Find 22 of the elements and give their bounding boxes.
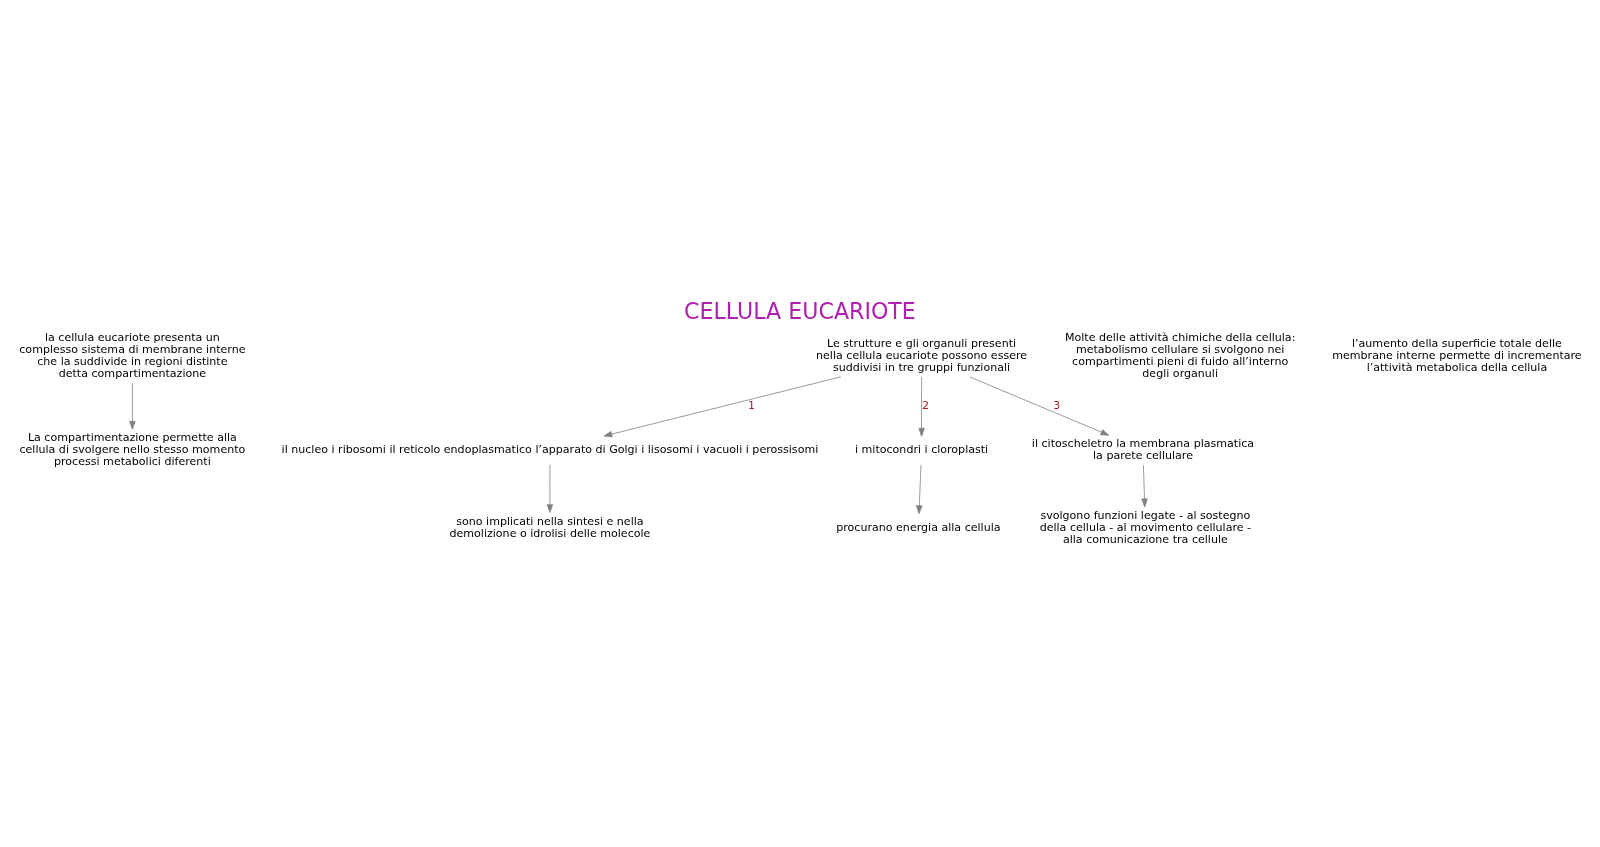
node-text: la cellula eucariote presenta un complesso sistema di membrane interne che la suddivide in regioni distinte detta compartimentazione	[19, 331, 246, 380]
node-text: i mitocondri i cloroplasti	[854, 443, 989, 457]
arrow	[1141, 465, 1148, 508]
edge-label: 2	[922, 399, 930, 413]
label: Molte delle attività chimiche della cellula: metabolismo cellulare si svolgono nei compartimenti pieni di fuido all’interno degli organuli	[1064, 331, 1296, 380]
node-text: procurano energia alla cellula	[836, 520, 1001, 534]
arrow	[546, 464, 554, 513]
edge-label: 1	[748, 399, 756, 413]
node-text: sono implicati nella sintesi e nella demolizione o idrolisi delle molecole	[449, 514, 651, 540]
node-text: Le strutture e gli organuli presenti nella cellula eucariote possono essere suddivisi in tre gruppi funzionali	[816, 336, 1028, 374]
arrow	[918, 376, 925, 437]
node-text: il nucleo i ribosomi il reticolo endoplasmatico l’apparato di Golgi i lisosomi i vacuoli i perossisomi	[281, 443, 819, 457]
node-text: svolgono funzioni legate - al sostegno della cellula - al movimento cellulare - alla comunicazione tra cellule	[1039, 508, 1252, 546]
label: l’aumento della superficie totale delle membrane interne permette di incrementare l’attività metabolica della cellula	[1332, 336, 1582, 374]
node-text: il citoscheletro la membrana plasmatica la parete cellulare	[1031, 437, 1255, 463]
arrow	[603, 376, 842, 438]
diagram-title: CELLULA EUCARIOTE	[684, 298, 916, 325]
edge-label: 3	[1053, 399, 1061, 413]
arrow	[969, 376, 1110, 436]
arrow	[916, 464, 923, 515]
arrow	[129, 382, 136, 430]
node-text: La compartimentazione permette alla cellula di svolgere nello stesso momento processi metabolici diferenti	[19, 431, 246, 469]
